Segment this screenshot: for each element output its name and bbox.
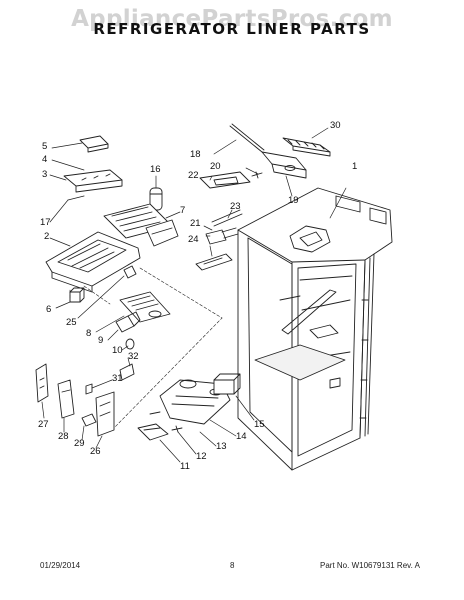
part-24-switch [205, 227, 239, 245]
part-12-screw [171, 425, 183, 433]
part-19-housing [261, 151, 307, 179]
part-9-bulb [115, 311, 141, 333]
part-6-knob [69, 287, 85, 303]
callout-19: 19 [288, 195, 299, 206]
footer-part-number: Part No. W10679131 Rev. A [320, 561, 420, 570]
part-7-grille [103, 203, 179, 247]
part-31-clip [85, 383, 93, 395]
callout-21: 21 [190, 218, 201, 229]
callout-15: 15 [254, 419, 265, 430]
callout-6: 6 [46, 304, 52, 315]
liner-box [237, 187, 393, 471]
callout-1: 1 [352, 161, 358, 172]
callout-11: 11 [180, 461, 190, 472]
part-14-cover [159, 379, 231, 425]
part-11-trim [137, 423, 169, 441]
footer-page-number: 8 [230, 561, 235, 570]
callout-25: 25 [66, 317, 77, 328]
callout-12: 12 [196, 451, 207, 462]
part-32-clip [119, 363, 135, 381]
callout-5: 5 [42, 141, 48, 152]
callout-14: 14 [236, 431, 247, 442]
callout-31: 31 [112, 373, 123, 384]
part-25-tab [123, 265, 137, 279]
callout-18: 18 [190, 149, 201, 160]
callout-9: 9 [98, 335, 104, 346]
part-8-control [119, 291, 171, 323]
callout-30: 30 [330, 120, 341, 131]
part-15-motor [213, 373, 241, 395]
part-20-screw [251, 171, 263, 179]
callout-3: 3 [42, 169, 48, 180]
callout-27: 27 [38, 419, 49, 430]
callout-2: 2 [44, 231, 50, 242]
part-27-hinge [35, 363, 49, 403]
callout-17: 17 [40, 217, 51, 228]
callout-26: 26 [90, 446, 101, 457]
callout-24: 24 [188, 234, 199, 245]
projection-lines [69, 267, 223, 431]
part-28-bracket [57, 379, 75, 419]
callout-23: 23 [230, 201, 241, 212]
part-5-clip [79, 135, 109, 153]
watermark-text: AppliancePartsPros.com [71, 6, 393, 32]
callout-32: 32 [128, 351, 139, 362]
footer-date: 01/29/2014 [40, 561, 81, 570]
callout-10: 10 [112, 345, 123, 356]
part-21-cover [195, 253, 233, 271]
callout-29: 29 [74, 438, 85, 449]
part-13-screw [149, 411, 161, 415]
part-22-bracket [199, 171, 251, 189]
part-30-vent [282, 137, 331, 157]
callout-28: 28 [58, 431, 69, 442]
part-18-wire [229, 123, 265, 153]
callout-16: 16 [150, 164, 161, 175]
callout-4: 4 [42, 154, 48, 165]
callout-8: 8 [86, 328, 92, 339]
callout-20: 20 [210, 161, 221, 172]
page-title: REFRIGERATOR LINER PARTS [93, 20, 371, 38]
part-10-socket [125, 338, 135, 350]
part-29-clip [81, 413, 97, 427]
callout-22: 22 [188, 170, 199, 181]
part-26-hinge [95, 391, 115, 437]
part-17-screw [67, 195, 85, 201]
part-2-cover [45, 231, 141, 293]
leader-line [329, 187, 347, 219]
callout-7: 7 [180, 205, 186, 216]
part-3-4-rail [63, 169, 123, 193]
part-23-rod [211, 209, 243, 227]
callout-13: 13 [216, 441, 227, 452]
